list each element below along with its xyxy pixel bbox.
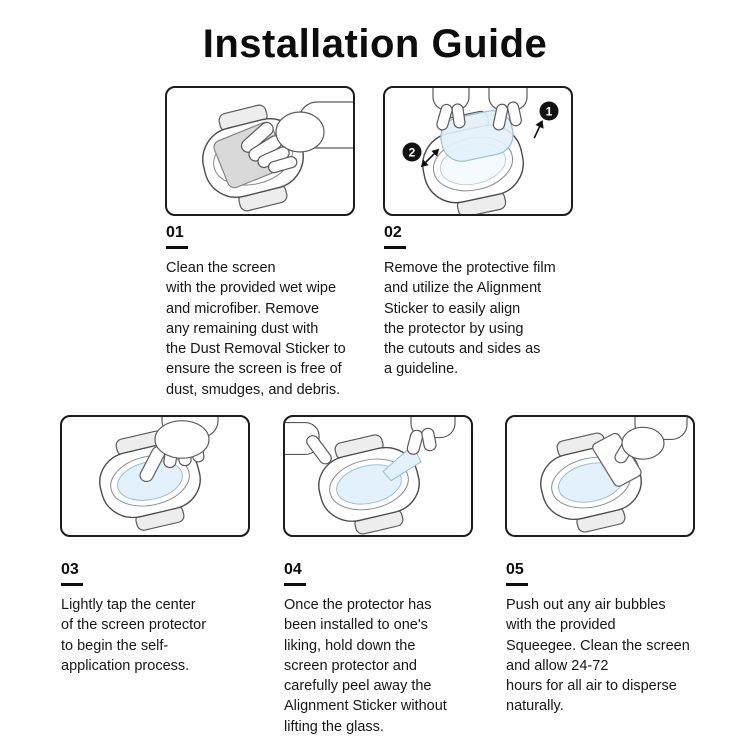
- watch-graphic: [540, 432, 642, 533]
- tapping-hand-icon: [139, 417, 219, 483]
- step-05-illustration: [540, 417, 688, 533]
- badge-1: 1: [533, 101, 559, 139]
- step-05-panel: [505, 415, 695, 537]
- step-04-underline: [284, 583, 306, 586]
- step-04-illustration: [285, 417, 456, 535]
- step-03-panel: [60, 415, 250, 537]
- badge-1-number: 1: [546, 105, 553, 119]
- badge-2-number: 2: [409, 146, 416, 160]
- step-01-underline: [166, 246, 188, 249]
- step-04-number: 04: [284, 561, 302, 578]
- hand-icon: [240, 101, 353, 174]
- step-01-illustration: [202, 101, 353, 212]
- step-02-text: Remove the protective film and utilize t…: [384, 260, 556, 378]
- step-02-underline: [384, 246, 406, 249]
- step-03-number: 03: [61, 561, 79, 578]
- badge-2: 2: [402, 142, 440, 168]
- page-title: Installation Guide: [202, 22, 548, 66]
- step-03-text: Lightly tap the center of the screen pro…: [61, 597, 207, 674]
- left-hand-icon: [432, 88, 470, 131]
- step-05-text: Push out any air bubbles with the provid…: [506, 597, 690, 715]
- step-01-text: Clean the screen with the provided wet w…: [166, 260, 346, 398]
- step-05-number: 05: [506, 561, 524, 578]
- step-03-underline: [61, 583, 83, 586]
- step-02-panel: 1 2: [383, 86, 573, 216]
- step-02-illustration: 1 2: [402, 88, 559, 214]
- step-02-number: 02: [384, 224, 402, 241]
- holding-hand-icon: [285, 422, 332, 465]
- step-03-illustration: [99, 417, 219, 531]
- arrow-diagonal-icon: [420, 148, 440, 168]
- right-hand-icon: [488, 88, 528, 131]
- arrow-up-icon: [533, 120, 544, 139]
- step-04-text: Once the protector has been installed to…: [284, 597, 447, 735]
- peeling-hand-icon: [406, 417, 456, 455]
- step-01-number: 01: [166, 224, 184, 241]
- step-05-underline: [506, 583, 528, 586]
- step-04-panel: [283, 415, 473, 537]
- hand-icon: [614, 417, 688, 464]
- step-01-panel: [165, 86, 355, 216]
